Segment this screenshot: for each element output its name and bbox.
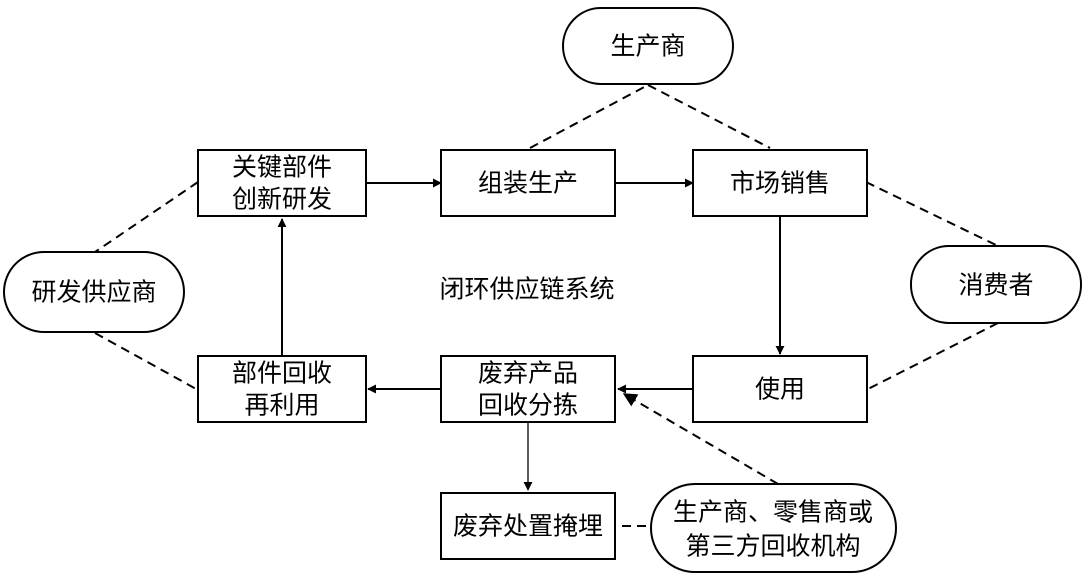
- box-waste-recycling: [440, 355, 616, 423]
- link-rd-supplier-reuse: [94, 332, 199, 391]
- label-assembly: 组装生产: [478, 169, 578, 198]
- label-rd-supplier: 研发供应商: [31, 278, 156, 307]
- label-market-sales: 市场销售: [730, 169, 830, 198]
- link-consumer-usage: [865, 322, 999, 391]
- stakeholder-shapes: [3, 7, 1082, 573]
- shape-consumer: [910, 245, 1082, 324]
- box-market-sales: [692, 149, 868, 217]
- label-parts-reuse-line1: 部件回收: [232, 359, 332, 388]
- link-producer-sales: [647, 84, 771, 149]
- link-rd-supplier-keyparts: [94, 181, 199, 253]
- label-landfill: 废弃处置掩埋: [453, 512, 603, 541]
- shape-producer: [562, 7, 734, 85]
- box-assembly: [440, 149, 616, 217]
- solid-arrows: [277, 178, 785, 491]
- label-recyclers-line2: 第三方回收机构: [685, 532, 860, 561]
- process-boxes: [197, 149, 868, 560]
- link-sales-consumer: [865, 181, 999, 247]
- label-key-parts-rd-line2: 创新研发: [232, 185, 332, 214]
- box-landfill: [440, 492, 616, 560]
- label-parts-reuse-line2: 再利用: [244, 391, 319, 420]
- label-recyclers-line1: 生产商、零售商或: [673, 498, 873, 527]
- label-waste-recycling-line2: 回收分拣: [478, 391, 578, 420]
- labels: 生产商 研发供应商 消费者 关键部件 创新研发 组装生产 市场销售 使用 废弃产…: [31, 32, 1033, 561]
- box-parts-reuse: [197, 355, 367, 423]
- label-producer: 生产商: [610, 32, 685, 61]
- shape-rd-supplier: [3, 251, 185, 333]
- label-usage: 使用: [755, 375, 805, 404]
- box-key-parts-rd: [197, 149, 367, 217]
- label-consumer: 消费者: [958, 271, 1033, 300]
- label-waste-recycling-line1: 废弃产品: [478, 359, 578, 388]
- center-label: 闭环供应链系统: [439, 275, 614, 304]
- shape-recyclers: [650, 483, 897, 573]
- dashed-connectors: [94, 84, 999, 527]
- link-producer-assembly: [529, 84, 649, 149]
- label-key-parts-rd-line1: 关键部件: [232, 153, 332, 182]
- box-usage: [692, 355, 868, 423]
